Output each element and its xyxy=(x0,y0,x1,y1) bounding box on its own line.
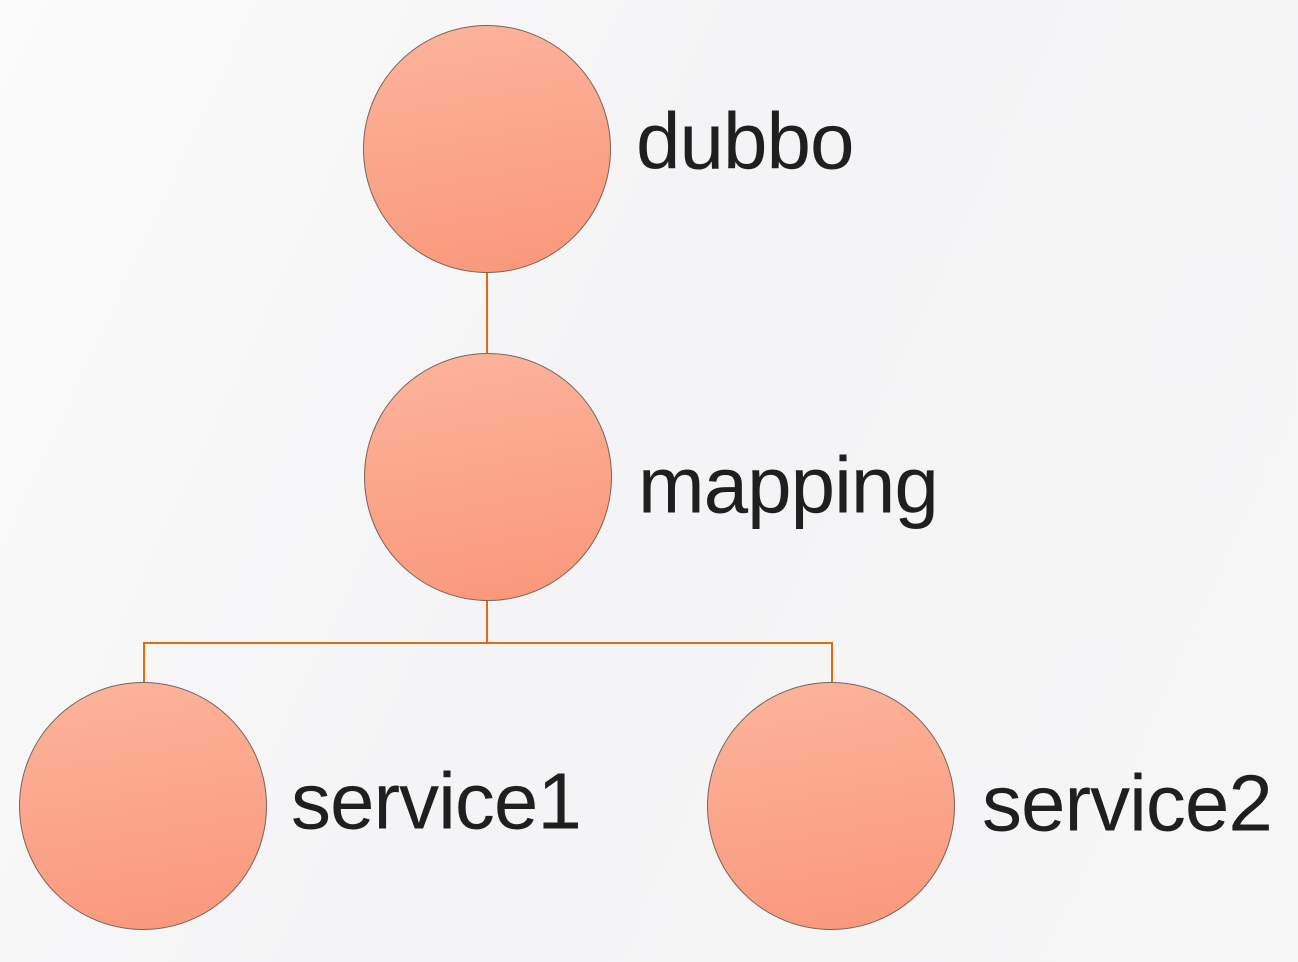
edge-drop-to-service1 xyxy=(143,642,145,683)
edge-mapping-stub xyxy=(486,598,488,644)
node-service2-circle xyxy=(707,682,955,930)
edge-branch-horizontal xyxy=(143,642,833,644)
node-service1-label: service1 xyxy=(291,756,582,846)
edge-dubbo-to-mapping xyxy=(486,273,488,354)
node-mapping-circle xyxy=(364,353,612,601)
node-dubbo-label: dubbo xyxy=(636,96,854,186)
node-service2-label: service2 xyxy=(982,758,1273,848)
edge-drop-to-service2 xyxy=(831,642,833,683)
node-dubbo-circle xyxy=(363,25,611,273)
node-service1-circle xyxy=(19,682,267,930)
node-mapping-label: mapping xyxy=(638,440,939,530)
